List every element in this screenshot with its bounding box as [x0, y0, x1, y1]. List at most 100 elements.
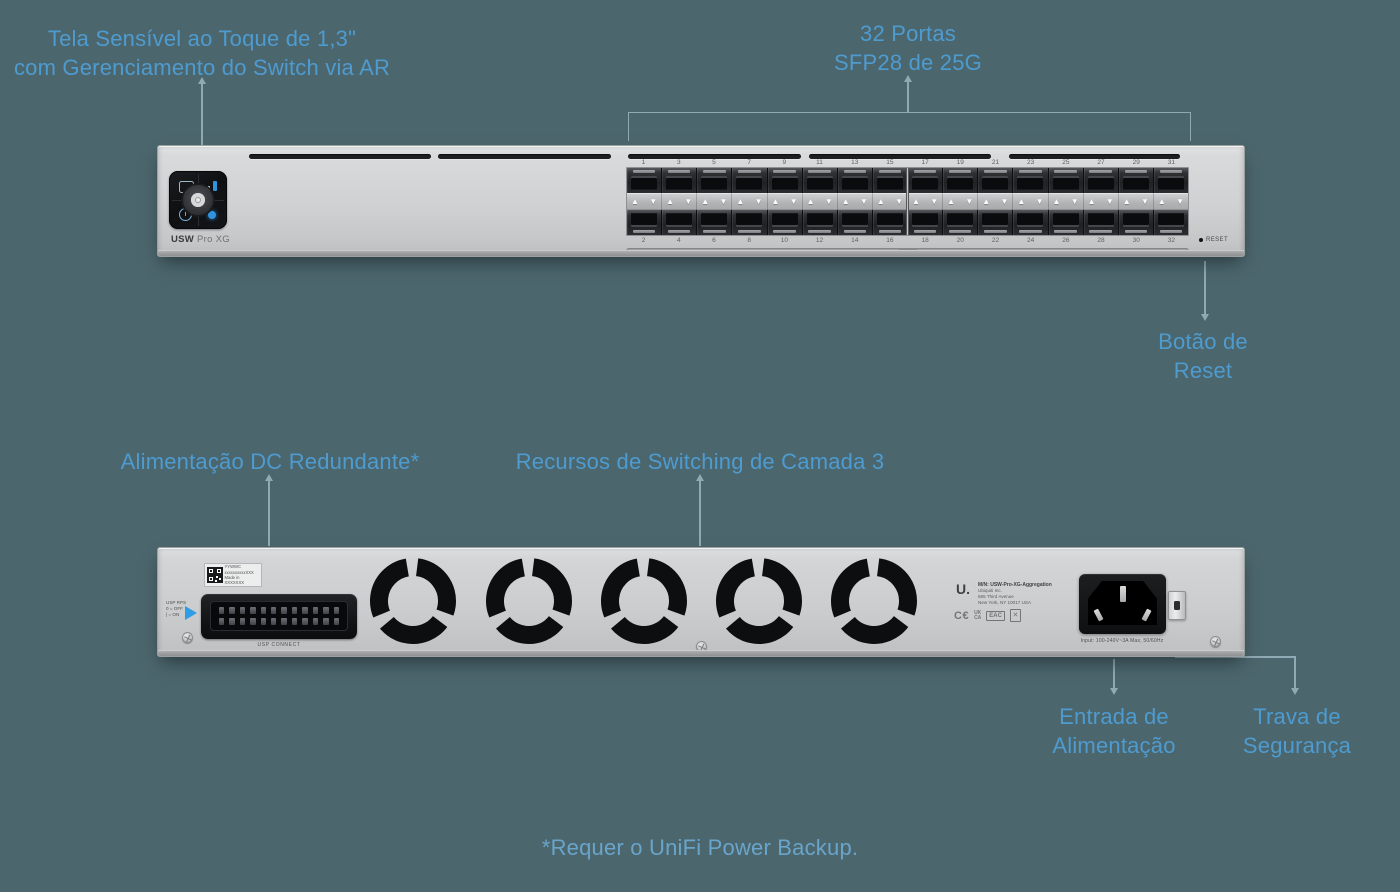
ukca-bottom: CA — [974, 614, 982, 621]
ports-callout-line1: 32 Portas — [860, 21, 956, 46]
ukca-top: UK — [974, 609, 982, 616]
sfp-cage[interactable] — [872, 210, 908, 235]
callout-arrow — [1291, 688, 1299, 695]
sfp-cage[interactable] — [908, 210, 944, 235]
triangle-up-icon: ▲ — [1122, 197, 1131, 206]
dc-power-callout-line1: Alimentação DC Redundante* — [120, 449, 420, 474]
power-inlet[interactable] — [1079, 574, 1166, 634]
sfp-cage[interactable] — [662, 210, 698, 235]
sfp-cage[interactable] — [1048, 210, 1084, 235]
fan-grill — [716, 558, 802, 644]
port-number: 5 — [712, 159, 716, 166]
sfp-cage-row-bottom — [627, 210, 1188, 235]
eac-mark: EAC — [986, 610, 1005, 621]
sfp-cage[interactable] — [627, 168, 663, 193]
sfp-cage[interactable] — [943, 168, 979, 193]
sfp-cage[interactable] — [627, 210, 663, 235]
sfp-cage[interactable] — [1118, 168, 1154, 193]
weee-icon: ✕ — [1009, 609, 1021, 622]
reset-button[interactable] — [1199, 238, 1203, 242]
sfp-cage[interactable] — [1083, 168, 1119, 193]
footnote-label: *Requer o UniFi Power Backup. — [541, 835, 859, 860]
sfp-cage[interactable] — [767, 210, 803, 235]
connector-pin — [312, 607, 319, 614]
callout-line — [268, 481, 270, 546]
sfp-cage[interactable] — [1083, 210, 1119, 235]
model-label-rest: Pro XG — [194, 234, 230, 245]
latch-cell: ▲▼ — [873, 193, 908, 210]
usp-rps-line: | = ON — [166, 612, 180, 617]
sfp-cage-block: ▲▼▲▼▲▼▲▼▲▼▲▼▲▼▲▼▲▼▲▼▲▼▲▼▲▼▲▼▲▼▲▼ — [626, 167, 1189, 236]
latch-cell: ▲▼ — [768, 193, 803, 210]
port-number: 3 — [676, 159, 681, 166]
sfp-cage[interactable] — [767, 168, 803, 193]
sfp-cage[interactable] — [978, 210, 1014, 235]
sfp-cage[interactable] — [1153, 210, 1188, 235]
layer3-callout-line1: Recursos de Switching de Camada 3 — [515, 449, 885, 474]
sfp-cage[interactable] — [697, 210, 733, 235]
callout-arrow — [904, 75, 912, 82]
sfp-cage[interactable] — [1013, 168, 1049, 193]
connector-pin — [239, 607, 246, 614]
sfp-cage[interactable] — [662, 168, 698, 193]
regulatory-line: 685 Third Avenue — [978, 594, 1014, 599]
triangle-down-icon: ▼ — [1176, 197, 1184, 206]
triangle-up-icon: ▲ — [947, 197, 956, 206]
port-number: 15 — [886, 159, 894, 166]
fan-grill — [601, 558, 687, 644]
latch-cell: ▲▼ — [662, 193, 698, 210]
sfp-cage[interactable] — [802, 168, 838, 193]
connector-pin — [302, 618, 308, 625]
port-number: 28 — [1097, 237, 1105, 244]
triangle-up-icon: ▲ — [631, 197, 639, 206]
connector-pin — [333, 607, 339, 614]
triangle-down-icon: ▼ — [895, 197, 903, 206]
chassis-base — [158, 250, 1244, 256]
sfp-cage[interactable] — [837, 168, 873, 193]
latch-cell: ▲▼ — [978, 193, 1014, 210]
sfp-cage[interactable] — [872, 168, 908, 193]
sfp-cage[interactable] — [908, 168, 944, 193]
sfp-cage[interactable] — [802, 210, 838, 235]
security-callout-line2: Segurança — [1242, 733, 1352, 758]
sfp-cage[interactable] — [1118, 210, 1154, 235]
sfp-cage[interactable] — [978, 168, 1014, 193]
connector-pin — [291, 607, 298, 614]
sfp-cage[interactable] — [943, 210, 979, 235]
port-number: 26 — [1062, 237, 1070, 244]
triangle-up-icon: ▲ — [841, 197, 850, 206]
triangle-down-icon: ▼ — [684, 197, 693, 206]
dc-power-callout-label: Alimentação DC Redundante* — [121, 447, 420, 476]
sfp-cage[interactable] — [1048, 168, 1084, 193]
connector-pin — [250, 607, 256, 614]
latch-cell: ▲▼ — [732, 193, 768, 210]
triangle-down-icon: ▼ — [1035, 197, 1044, 206]
usp-connect-label: USP CONNECT — [257, 642, 301, 648]
callout-arrow — [1201, 314, 1209, 321]
sfp-cage[interactable] — [1013, 210, 1049, 235]
latch-cell: ▲▼ — [803, 193, 838, 210]
triangle-down-icon: ▼ — [754, 197, 763, 206]
sfp-cage[interactable] — [732, 210, 768, 235]
connector-pin — [260, 607, 267, 614]
touchscreen-callout-label: Tela Sensível ao Toque de 1,3" com Geren… — [14, 24, 390, 82]
port-number: 23 — [1027, 159, 1035, 166]
sfp-cage[interactable] — [1153, 168, 1188, 193]
security-callout-label: Trava de Segurança — [1243, 702, 1351, 760]
port-number: 16 — [886, 237, 894, 244]
power-dial[interactable] — [183, 185, 213, 215]
touchscreen-module[interactable]: i — [169, 171, 227, 229]
sfp-cage[interactable] — [697, 168, 733, 193]
port-number: 12 — [815, 237, 824, 244]
vent-slot — [438, 154, 611, 159]
usp-connect-port[interactable] — [201, 594, 357, 639]
connector-pin — [323, 607, 329, 614]
reset-control: RESET — [1199, 237, 1228, 243]
regulatory-text: M/N: USW-Pro-XG-Aggregation Ubiquiti Inc… — [978, 582, 1052, 606]
reset-callout-line1: Botão de — [1158, 329, 1248, 354]
sfp-cage[interactable] — [837, 210, 873, 235]
sfp-cage[interactable] — [732, 168, 768, 193]
